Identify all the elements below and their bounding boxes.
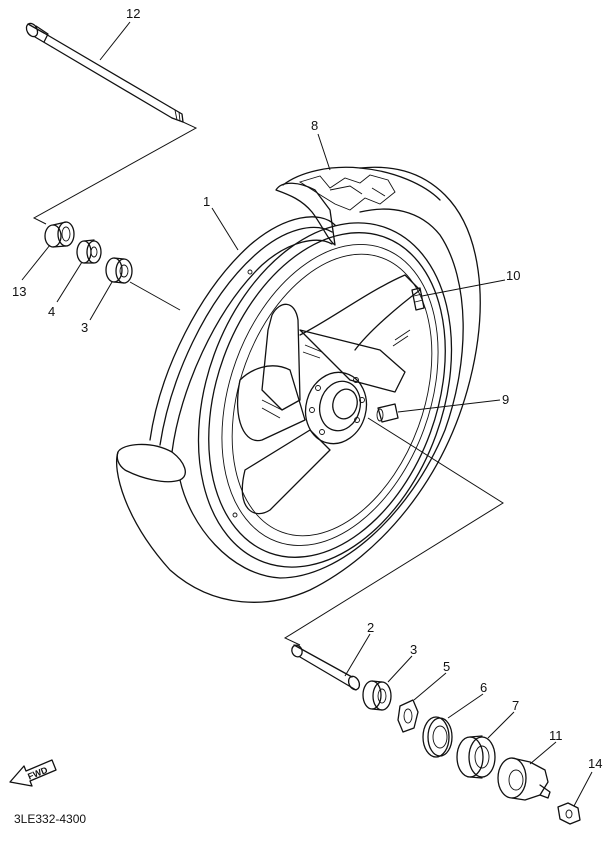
part-3-bearing-left [105, 257, 133, 284]
part-12-axle [25, 22, 184, 123]
leader-lines [21, 21, 593, 807]
part-14-nut [557, 802, 581, 825]
callout-4: 4 [48, 304, 55, 319]
callout-6: 6 [480, 680, 487, 695]
part-6-oil-seal [422, 716, 453, 758]
axle-centerline [32, 121, 504, 646]
callouts: 12 8 1 13 4 3 10 9 2 3 5 6 7 11 14 [12, 6, 602, 771]
part-11-speedometer-gear [497, 757, 551, 801]
callout-12: 12 [126, 6, 140, 21]
part-13-collar [44, 221, 75, 248]
callout-14: 14 [588, 756, 602, 771]
callout-5: 5 [443, 659, 450, 674]
part-3-bearing-right [362, 680, 392, 711]
callout-13: 13 [12, 284, 26, 299]
part-10-valve [411, 287, 425, 311]
part-9-balance-weight [376, 403, 399, 423]
part-4-oil-seal [76, 239, 102, 264]
forward-arrow: FWD [9, 759, 57, 787]
callout-1: 1 [203, 194, 210, 209]
callout-9: 9 [502, 392, 509, 407]
callout-8: 8 [311, 118, 318, 133]
part-1-wheel [115, 166, 481, 603]
callout-2: 2 [367, 620, 374, 635]
callout-7: 7 [512, 698, 519, 713]
callout-10: 10 [506, 268, 520, 283]
part-7-bearing [456, 735, 496, 779]
diagram-code: 3LE332-4300 [14, 812, 86, 826]
callout-3-left: 3 [81, 320, 88, 335]
callout-11: 11 [549, 728, 563, 743]
part-5-retainer [397, 699, 419, 733]
forward-label: FWD [26, 765, 49, 782]
callout-3-right: 3 [410, 642, 417, 657]
part-2-spacer [291, 644, 361, 691]
